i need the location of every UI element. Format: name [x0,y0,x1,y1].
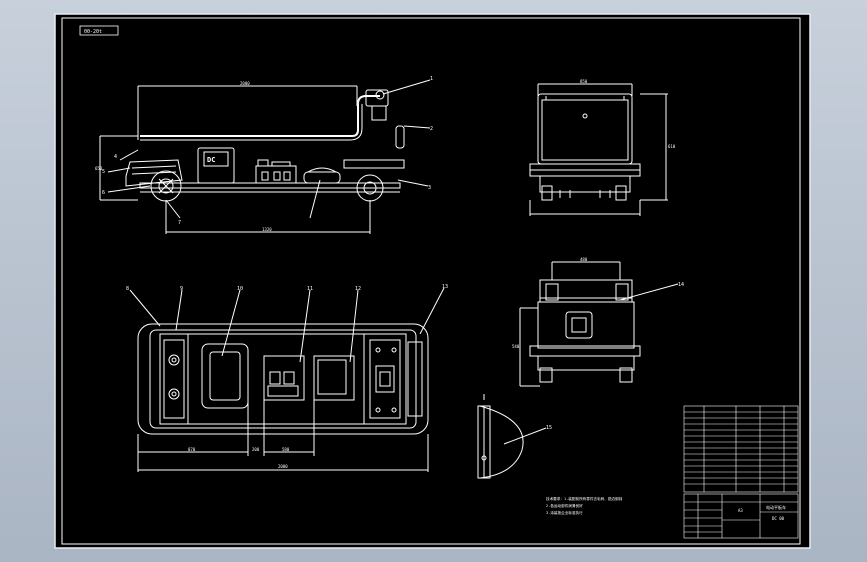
top-left-end [159,333,189,425]
dim-top-b: 580 [282,447,290,452]
rear-body [537,301,635,349]
dim-side-overall: 2000 [240,81,250,86]
technical-notes: 技术要求：1.装配前所有零件去毛刺、锐边倒钝 2.各运动部件润滑良好 3.涂装按… [546,496,623,515]
dim-top-c: 200 [252,447,260,452]
dim-front-height: 610 [668,144,676,149]
dim-rear-top: 480 [580,257,588,262]
top-left-label: 00-20t [84,29,102,35]
callout-11: 11 [307,286,313,292]
handle-bar [140,95,380,137]
callout-10: 10 [237,286,243,292]
title-block-number: DC 00 [772,516,785,521]
callout-7: 7 [178,220,181,226]
callout-2: 2 [430,126,433,132]
drawing-sheet [54,13,811,549]
callout-4: 4 [114,154,117,160]
side-rear-deck [343,159,405,169]
detail-arc [479,405,524,479]
note-2: 2.各运动部件润滑良好 [546,503,583,508]
top-motor [313,355,355,401]
front-view [529,83,668,216]
dim-top-a: 870 [188,447,196,452]
dim-side-height: 650 [95,166,103,171]
dim-front-width: 850 [580,79,588,84]
top-view [129,287,445,472]
top-view-labels: 2000 870 580 200 8 9 10 11 12 13 [126,284,448,469]
detail-view [477,394,547,479]
dim-top-overall: 2000 [278,464,288,469]
svg-text:DC: DC [207,156,215,164]
callout-5: 5 [102,169,105,175]
side-cab [125,159,183,187]
title-block-size: A3 [738,508,743,513]
rear-view [519,261,679,387]
side-motor [303,171,341,184]
side-view: DC [99,79,431,234]
parts-list [683,405,799,493]
side-battery [197,147,235,184]
callout-1: 1 [430,76,433,82]
title-block [683,493,799,539]
top-right-end [363,333,407,425]
callout-9: 9 [180,286,183,292]
callout-15: 15 [546,425,552,431]
top-left-label-box [79,25,119,36]
callout-12: 12 [355,286,361,292]
note-3: 3.涂装按企业标准执行 [546,510,583,515]
callout-3: 3 [428,185,431,191]
callout-8: 8 [126,286,129,292]
note-1: 技术要求：1.装配前所有零件去毛刺、锐边倒钝 [546,496,623,501]
callout-6: 6 [102,190,105,196]
drawing-border [61,17,801,545]
callout-14: 14 [678,282,684,288]
top-frame-outer [137,323,429,435]
side-controller [255,165,297,184]
dim-side-wheelbase: 1320 [262,227,272,232]
side-view-labels: 2000 1320 650 1 2 3 4 5 6 7 [95,76,433,232]
dim-rear-height: 540 [512,344,520,349]
title-block-name: 电动平板车 [766,504,786,510]
top-controller [263,355,305,401]
callout-13: 13 [442,284,448,290]
